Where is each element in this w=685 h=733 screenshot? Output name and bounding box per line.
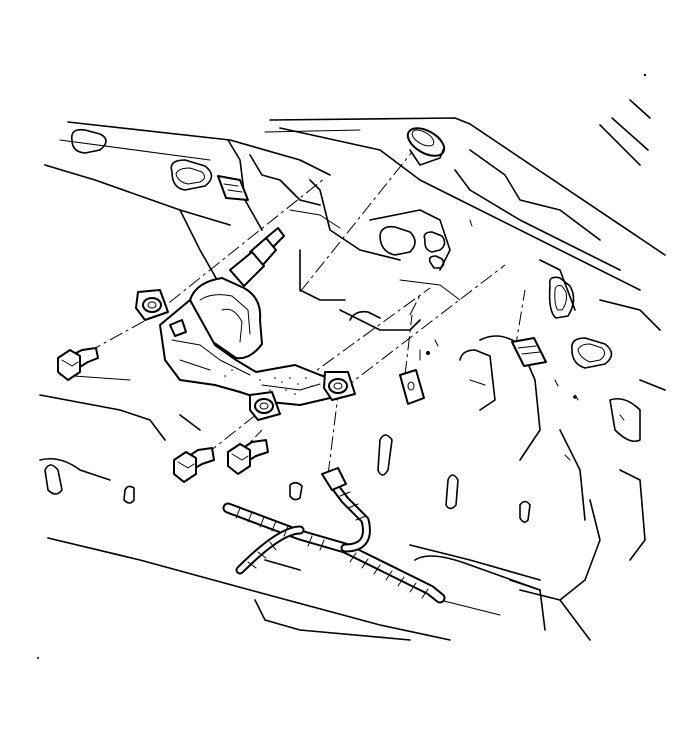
- clip-nut-upper: [217, 175, 249, 201]
- motor-mount-bolt-lower-left: [173, 447, 215, 483]
- clip-nut-right: [511, 337, 547, 367]
- wiper-shaft-grommet: [406, 127, 446, 166]
- wiring-harness: [222, 467, 446, 604]
- clip-nut-center: [399, 369, 425, 405]
- mount-grommet-left: [135, 289, 169, 321]
- wiper-motor: [159, 227, 336, 406]
- motor-mount-bolt-lower-right: [227, 439, 269, 475]
- mount-grommet-lower: [249, 391, 281, 421]
- motor-mount-bolt-left: [57, 347, 99, 381]
- liftgate-inner-panel: [37, 73, 666, 659]
- mount-grommet-right: [323, 371, 356, 401]
